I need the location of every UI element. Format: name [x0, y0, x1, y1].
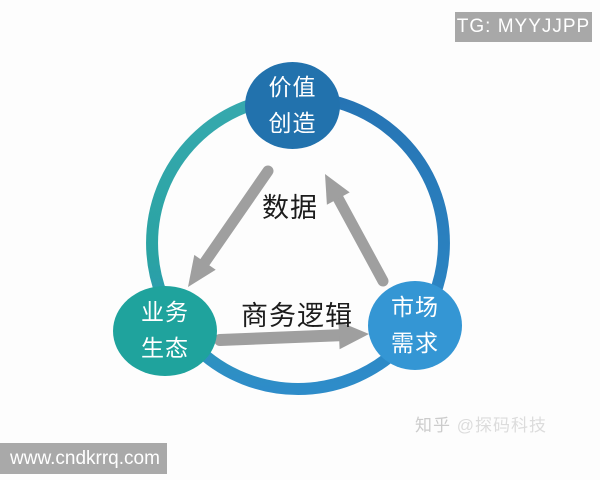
node-market-demand: 市场 需求 — [368, 281, 462, 370]
node-label-line: 业务 — [141, 299, 189, 326]
telegram-watermark: TG: MYYJJPP — [455, 12, 592, 42]
node-label-line: 需求 — [391, 329, 439, 356]
cycle-ring-right-arc — [297, 91, 450, 395]
site-watermark: www.cndkrrq.com — [0, 443, 167, 474]
node-label-line: 市场 — [391, 293, 439, 320]
zhihu-credit: 知乎 @探码科技 — [415, 411, 547, 436]
node-label-line: 创造 — [268, 109, 317, 136]
arrow-logic-right — [214, 321, 369, 350]
node-label-line: 价值 — [268, 73, 317, 100]
node-label-line: 生态 — [141, 335, 189, 361]
cycle-ring-left-arc — [146, 91, 299, 395]
edge-label-data: 数据 — [262, 193, 318, 223]
zhihu-credit-prefix: 知乎 — [415, 416, 451, 435]
zhihu-credit-handle: @探码科技 — [456, 416, 547, 435]
arrow-data-up — [325, 174, 389, 287]
arrowhead-downleft — [188, 254, 216, 287]
node-business-ecosystem: 业务 生态 — [113, 286, 217, 376]
arrow-data-downleft — [188, 165, 274, 287]
arrowhead-right — [338, 321, 369, 350]
edge-label-business-logic: 商务逻辑 — [241, 301, 353, 331]
arrowhead-up — [325, 174, 350, 205]
node-value-creation: 价值 创造 — [245, 62, 340, 149]
